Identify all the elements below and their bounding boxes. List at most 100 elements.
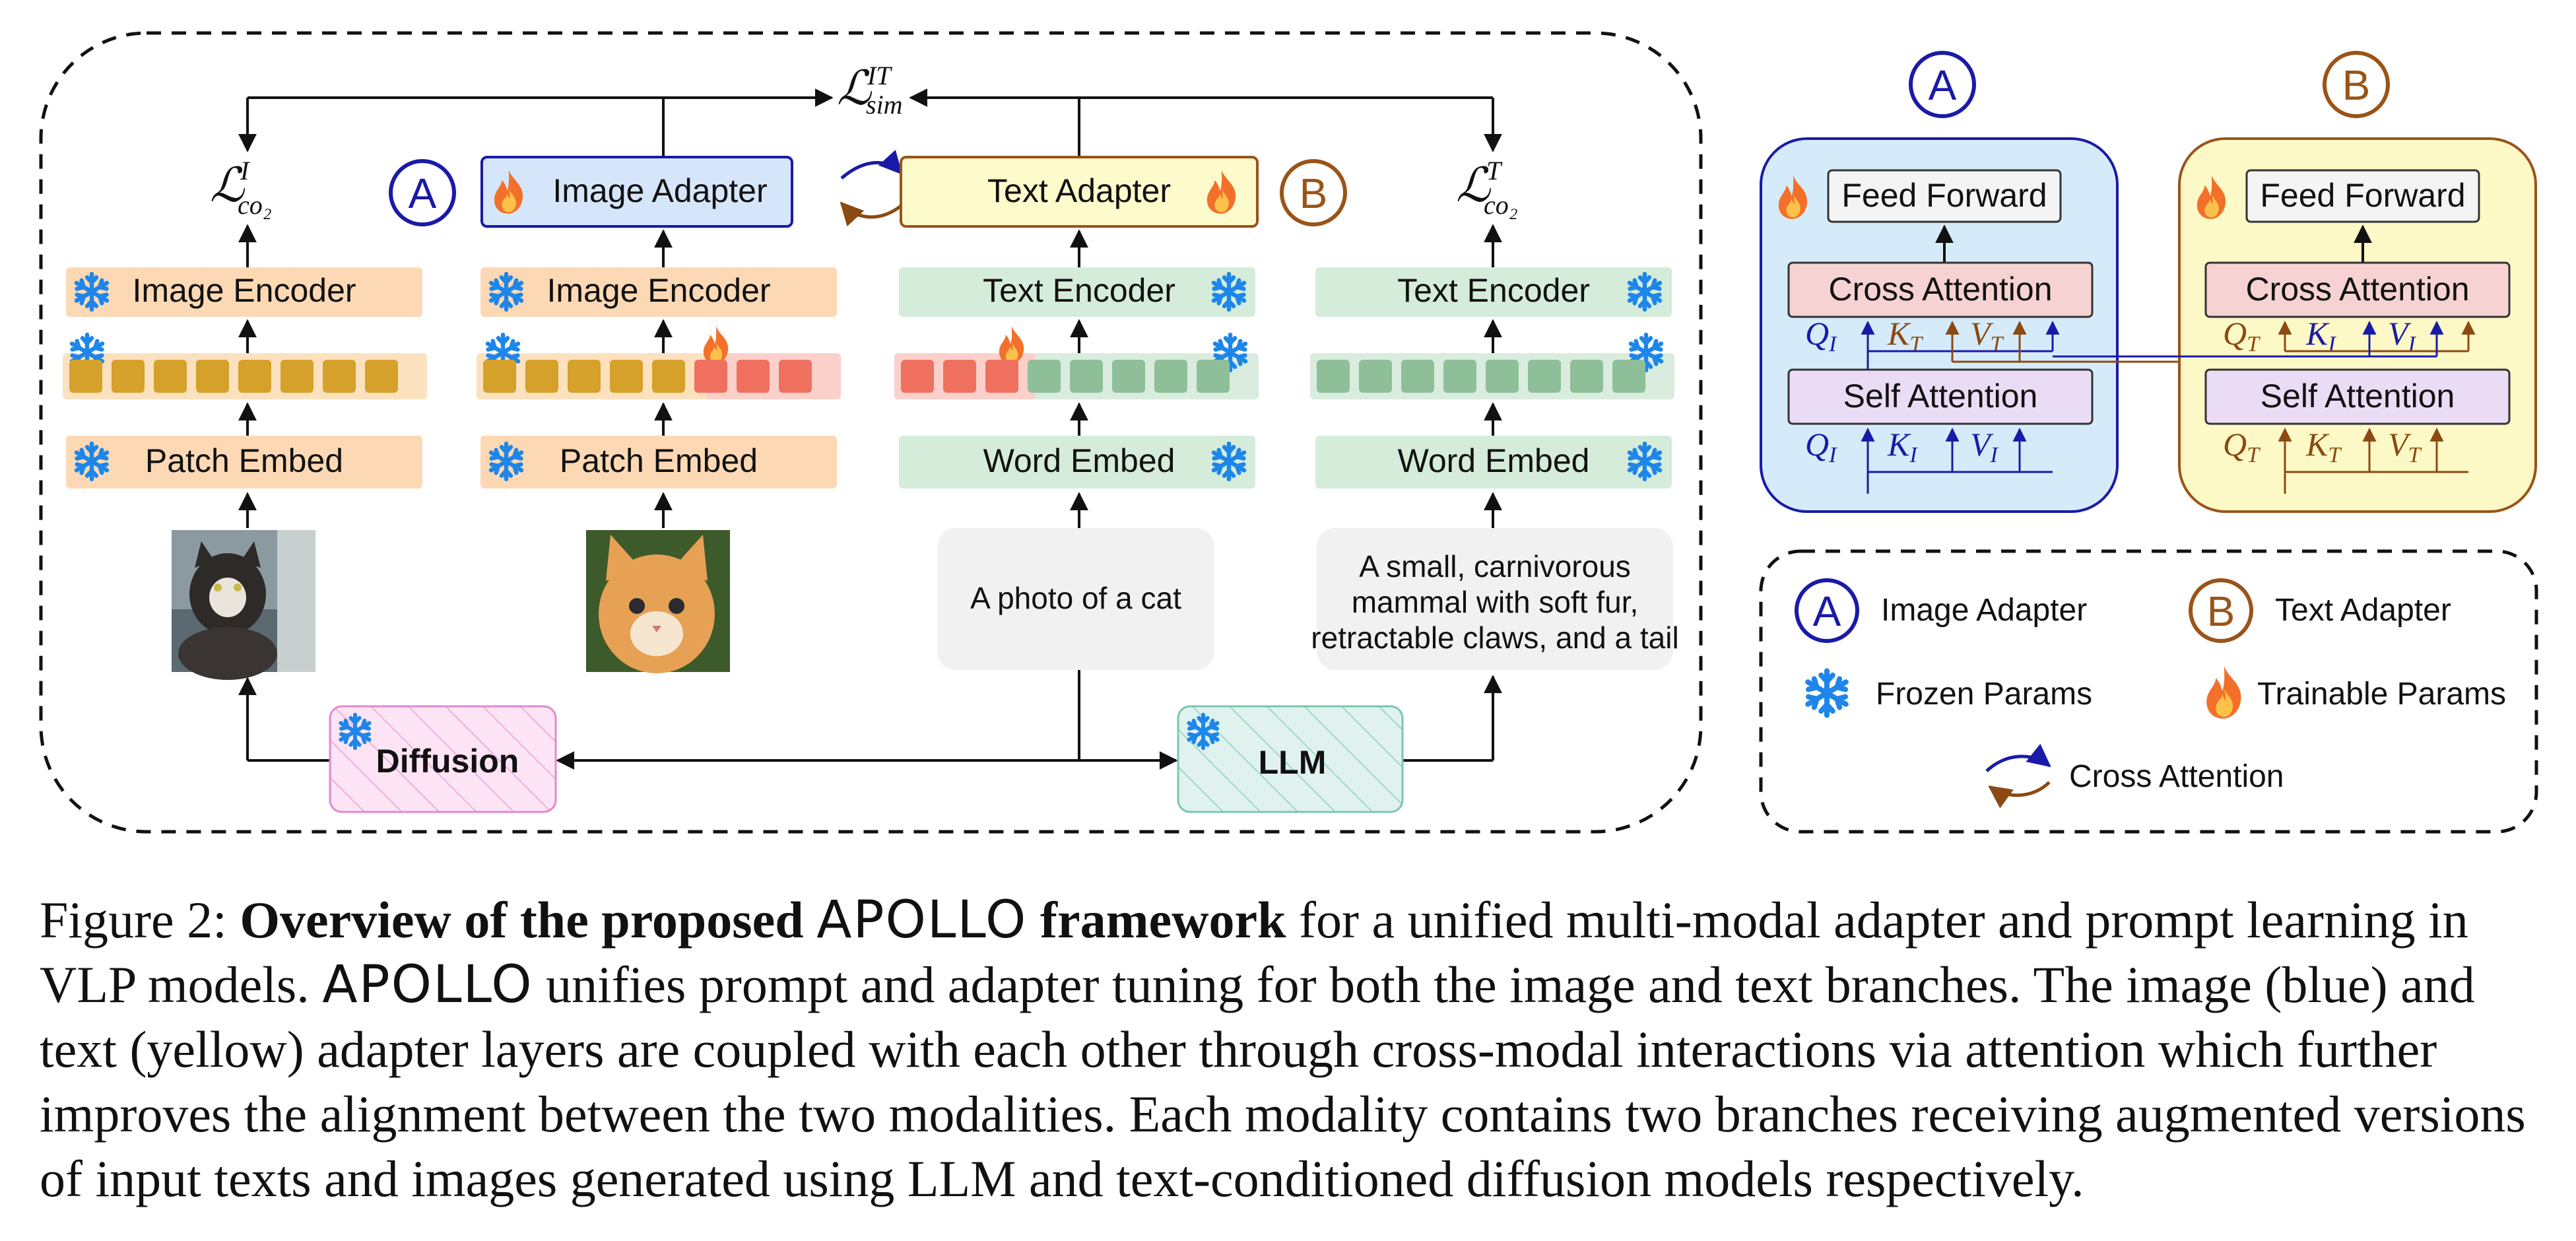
legend-image-adapter: A Image Adapter: [1795, 578, 2087, 643]
token-square: [1070, 360, 1103, 393]
image-encoder-box-2: Image Encoder: [480, 267, 837, 317]
token-row-1: [63, 335, 427, 399]
token-square: [238, 360, 271, 393]
svg-text:IT: IT: [867, 61, 892, 90]
qkv-labels-a-self: QI KI VI: [1805, 426, 1999, 467]
self-attention-box-b: Self Attention: [2204, 368, 2511, 425]
svg-text:Patch Embed: Patch Embed: [145, 442, 343, 479]
legend-cross-attention: Cross Attention: [1985, 743, 2284, 809]
svg-text:VI: VI: [1970, 426, 1999, 467]
svg-text:ℒ: ℒ: [1456, 159, 1492, 212]
svg-text:QI: QI: [1805, 315, 1837, 356]
figure-caption: Figure 2: Overview of the proposed APOLL…: [40, 888, 2541, 1211]
svg-text:A small, carnivorous: A small, carnivorous: [1359, 549, 1631, 584]
svg-text:B: B: [1300, 170, 1328, 217]
svg-text:Text Adapter: Text Adapter: [2275, 593, 2451, 628]
legend-trainable: Trainable Params: [2206, 665, 2506, 719]
legend-text-adapter: B Text Adapter: [2189, 578, 2451, 643]
fire-icon: [999, 326, 1024, 364]
patch-embed-box-2: Patch Embed: [480, 436, 837, 488]
text-encoder-box-1: Text Encoder: [899, 267, 1255, 317]
token-square: [652, 360, 685, 393]
token-square: [1570, 360, 1603, 393]
legend-frozen: Frozen Params: [1808, 671, 2092, 715]
caption-bold-2: framework: [1040, 891, 1286, 949]
caption-bold-1: Overview of the proposed: [240, 891, 804, 949]
caption-apollo-1: APOLLO: [816, 890, 1028, 950]
token-row-3: [894, 326, 1259, 399]
caption-prefix: Figure 2:: [40, 891, 227, 949]
svg-text:QI: QI: [1805, 426, 1837, 467]
svg-text:A photo of a cat: A photo of a cat: [970, 581, 1181, 615]
svg-text:sim: sim: [866, 90, 903, 119]
badge-a-image-adapter: A: [389, 159, 456, 226]
svg-text:Patch Embed: Patch Embed: [560, 442, 758, 479]
fire-icon: [2206, 665, 2241, 719]
token-square: [112, 360, 145, 393]
svg-text:retractable claws, and a tail: retractable claws, and a tail: [1311, 620, 1678, 655]
svg-text:Image Encoder: Image Encoder: [546, 272, 770, 309]
legend-frame: [1759, 549, 2538, 834]
token-square: [737, 360, 770, 393]
svg-text:B: B: [2342, 61, 2371, 109]
token-square: [1112, 360, 1145, 393]
token-square: [568, 360, 601, 393]
svg-text:VT: VT: [1970, 315, 2004, 356]
svg-text:B: B: [2207, 587, 2235, 635]
prompt-box-short: A photo of a cat: [937, 528, 1214, 670]
image-co2-loss-label: ℒ I co₂: [210, 156, 272, 220]
svg-text:T: T: [1486, 156, 1503, 185]
svg-text:co₂: co₂: [238, 190, 272, 220]
patch-embed-box-1: Patch Embed: [66, 436, 422, 488]
svg-text:Image Encoder: Image Encoder: [132, 272, 356, 309]
svg-text:ℒ: ℒ: [837, 62, 873, 115]
image-encoder-box-1: Image Encoder: [66, 267, 422, 317]
input-image-cat-photo-1: [172, 530, 315, 680]
svg-text:Cross Attention: Cross Attention: [1828, 271, 2052, 308]
apollo-diagram: ℒ IT sim ℒ I co₂ ℒ T co₂ Image Encoder P…: [39, 31, 2538, 834]
token-square: [1359, 360, 1392, 393]
svg-text:Text Encoder: Text Encoder: [983, 272, 1175, 309]
badge-b-text-adapter: B: [1280, 159, 1347, 226]
sim-loss-label: ℒ IT sim: [837, 61, 903, 119]
feed-forward-box-b: Feed Forward: [2245, 169, 2480, 223]
token-square: [323, 360, 356, 393]
token-square: [154, 360, 187, 393]
svg-text:Diffusion: Diffusion: [376, 743, 519, 780]
qkv-labels-a-cross: QI KT VT: [1805, 315, 2004, 356]
image-adapter-box: Image Adapter: [480, 156, 793, 228]
svg-text:Word Embed: Word Embed: [1398, 442, 1590, 479]
qkv-labels-b-self: QT KT VT: [2223, 426, 2422, 467]
svg-text:Self Attention: Self Attention: [2261, 378, 2455, 415]
svg-text:Image Adapter: Image Adapter: [552, 172, 767, 209]
text-adapter-box: Text Adapter: [900, 156, 1259, 228]
caption-apollo-2: APOLLO: [322, 955, 533, 1015]
svg-text:LLM: LLM: [1259, 744, 1327, 781]
svg-text:I: I: [240, 156, 250, 185]
diffusion-box: Diffusion: [329, 705, 557, 813]
token-square: [985, 360, 1018, 393]
svg-text:Feed Forward: Feed Forward: [2260, 177, 2465, 214]
svg-text:QT: QT: [2223, 426, 2261, 467]
token-square: [1443, 360, 1476, 393]
token-square: [365, 360, 398, 393]
token-square: [1486, 360, 1519, 393]
caption-part-1: for a unified multi-modal adapter and pr…: [40, 891, 2468, 1013]
svg-text:Trainable Params: Trainable Params: [2257, 677, 2506, 712]
svg-text:KI: KI: [1887, 426, 1918, 467]
token-square: [694, 360, 727, 393]
badge-b-header: B: [2323, 51, 2390, 118]
fire-icon: [703, 326, 729, 364]
svg-text:KT: KT: [2305, 426, 2342, 467]
input-image-kitten-photo: [586, 530, 730, 673]
token-square: [901, 360, 934, 393]
svg-text:Image Adapter: Image Adapter: [1881, 593, 2087, 628]
token-square: [1317, 360, 1350, 393]
qkv-labels-b-cross: QT KI VI: [2223, 315, 2417, 356]
token-square: [1401, 360, 1434, 393]
prompt-box-long: A small, carnivorous mammal with soft fu…: [1311, 528, 1679, 670]
token-row-4: [1310, 335, 1674, 399]
svg-text:VT: VT: [2388, 426, 2422, 467]
badge-a-header: A: [1909, 51, 1976, 118]
feed-forward-box-a: Feed Forward: [1827, 169, 2062, 223]
